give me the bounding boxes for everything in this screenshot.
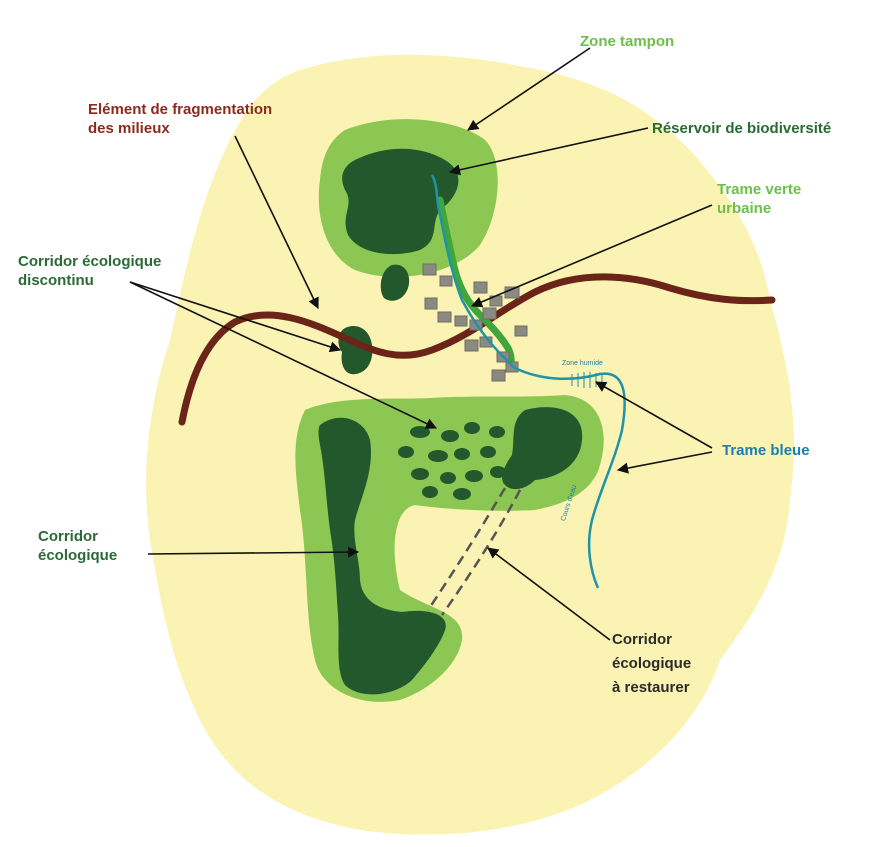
- label-trame-verte-line2: urbaine: [717, 199, 771, 218]
- label-corridor-discontinu-line1: Corridor écologique: [18, 252, 161, 271]
- label-corridor-discontinu-line2: discontinu: [18, 271, 94, 290]
- label-corridor-restaurer-line2: écologique: [612, 654, 691, 673]
- label-fragmentation-line2: des milieux: [88, 119, 170, 138]
- label-zone-humide: Zone humide: [562, 360, 603, 367]
- label-trame-bleue: Trame bleue: [722, 441, 810, 460]
- label-zone-tampon: Zone tampon: [580, 32, 674, 51]
- label-corridor-restaurer-line3: à restaurer: [612, 678, 690, 697]
- label-trame-verte-line1: Trame verte: [717, 180, 801, 199]
- label-reservoir: Réservoir de biodiversité: [652, 119, 831, 138]
- label-corridor-line1: Corridor: [38, 527, 98, 546]
- label-fragmentation-line1: Elément de fragmentation: [88, 100, 272, 119]
- label-corridor-restaurer-line1: Corridor: [612, 630, 672, 649]
- label-corridor-line2: écologique: [38, 546, 117, 565]
